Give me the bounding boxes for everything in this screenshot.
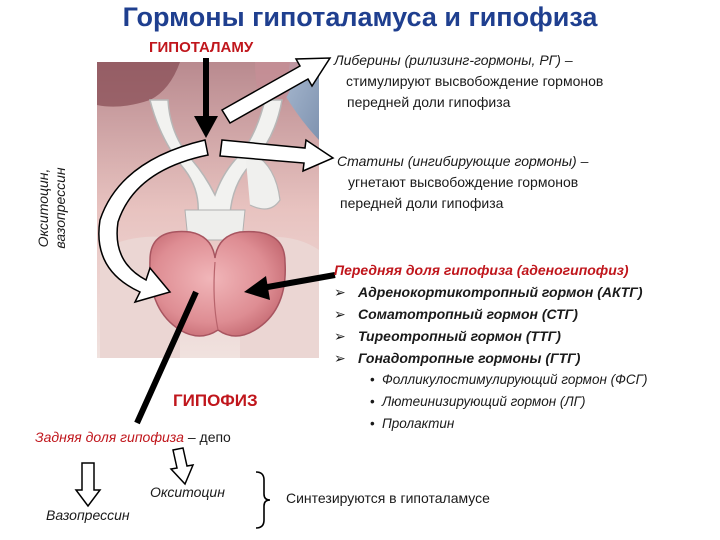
bullet-icon: • [370,394,375,409]
list-item: •Пролактин [370,413,714,435]
list-marker-icon: ➢ [334,284,346,300]
arrow-to-anterior-lobe [244,272,336,300]
synthesized-label: Синтезируются в гипоталамусе [286,490,490,506]
posterior-lobe-line: Задняя доля гипофиза – депо [35,427,231,448]
oxytocin-vasopressin-vertical-label: Окситоцин, вазопрессин [35,153,71,263]
vertical-label-line2: вазопрессин [52,167,68,249]
list-marker-icon: ➢ [334,328,346,344]
oxytocin-label: Окситоцин [150,484,225,500]
list-item: ➢Тиреотропный гормон (ТТГ) [334,325,714,347]
vertical-label-line1: Окситоцин, [35,168,51,248]
liberins-block: Либерины (рилизинг-гормоны, РГ) – стимул… [334,50,714,113]
list-item: ➢Гонадотропные гормоны (ГТГ) [334,347,714,369]
statins-block: Статины (ингибирующие гормоны) – угнетаю… [337,151,717,214]
curved-arrow-oxytocin-vasopressin [98,139,209,304]
anterior-lobe-block: Передняя доля гипофиза (аденогипофиз) ➢А… [334,259,714,435]
liberins-line3: передней доли гипофиза [347,94,511,110]
posterior-heading: Задняя доля гипофиза [35,429,184,445]
statins-line2: угнетают высвобождение гормонов [348,174,579,190]
arrow-to-vasopressin [74,462,102,508]
hypothalamus-label: ГИПОТАЛАМУ [149,39,254,56]
arrow-to-oxytocin [169,447,195,486]
posterior-suffix: – депо [183,429,231,445]
list-item: •Фолликулостимулирующий гормон (ФСГ) [370,369,714,391]
bullet-icon: • [370,416,375,431]
hypophysis-label: ГИПОФИЗ [173,391,258,410]
arrow-statins [219,138,335,173]
pituitary-gland [149,230,286,337]
vasopressin-label: Вазопрессин [46,507,130,523]
anterior-heading: Передняя доля гипофиза (аденогипофиз) [334,262,629,278]
gonadotropin-sublist: •Фолликулостимулирующий гормон (ФСГ) •Лю… [370,369,714,435]
arrow-liberins [220,57,332,125]
arrow-hypothalamus-down [194,58,218,138]
list-item: ➢Адренокортикотропный гормон (АКТГ) [334,281,714,303]
brace-icon [255,471,271,529]
list-marker-icon: ➢ [334,306,346,322]
bullet-icon: • [370,372,375,387]
statins-line3: передней доли гипофиза [340,195,504,211]
arrow-posterior-lobe-down [134,290,199,425]
page-title: Гормоны гипоталамуса и гипофиза [122,2,598,32]
statins-heading: Статины (ингибирующие гормоны) – [337,153,589,169]
liberins-line2: стимулируют высвобождение гормонов [346,73,604,89]
list-item: ➢Соматотропный гормон (СТГ) [334,303,714,325]
list-marker-icon: ➢ [334,350,346,366]
list-item: •Лютеинизирующий гормон (ЛГ) [370,391,714,413]
anterior-hormone-list: ➢Адренокортикотропный гормон (АКТГ) ➢Сом… [334,281,714,369]
liberins-heading: Либерины (рилизинг-гормоны, РГ) – [334,52,573,68]
